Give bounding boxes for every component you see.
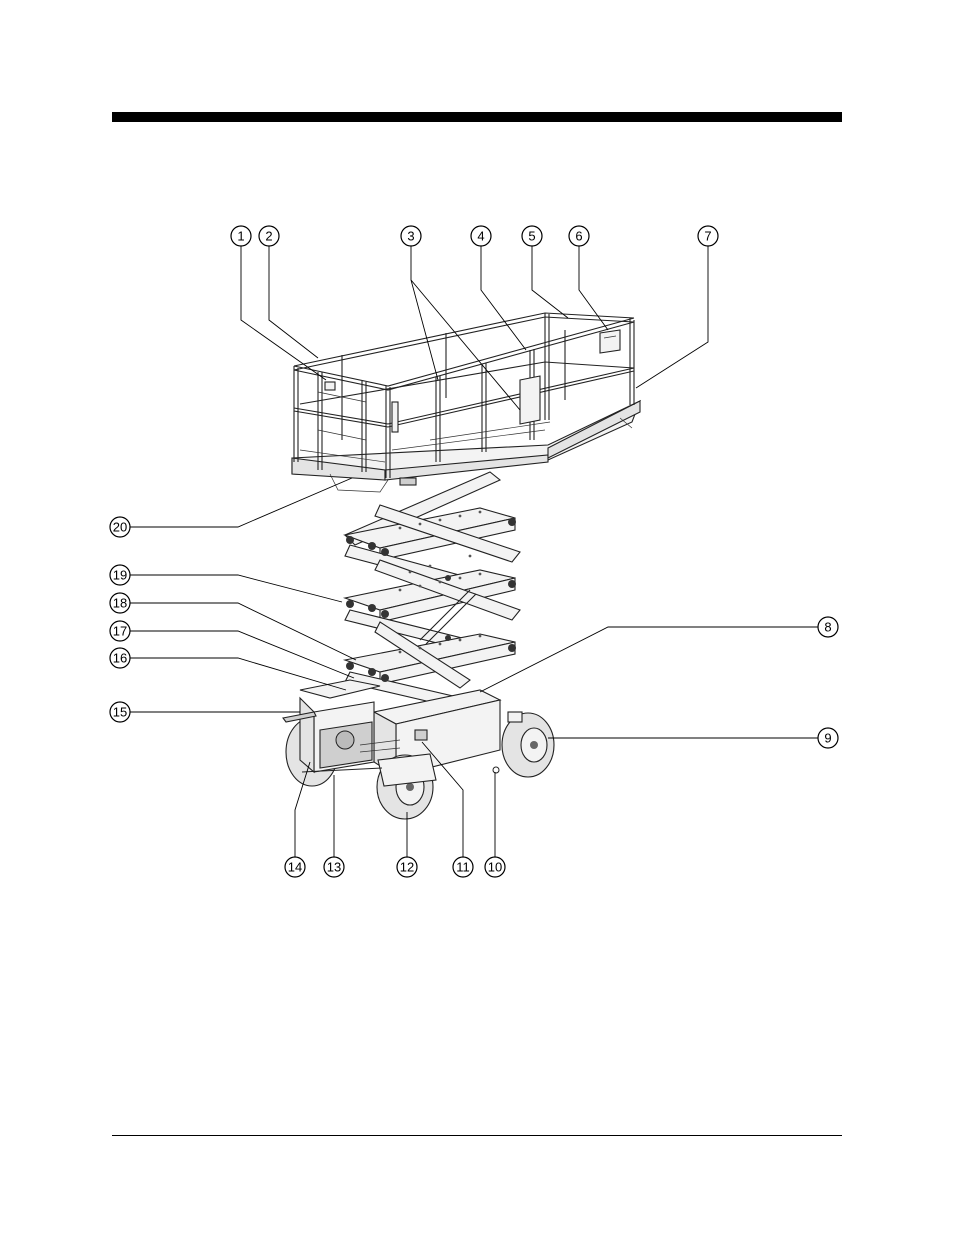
- callout-7: 7: [698, 226, 718, 246]
- callout-20: 20: [110, 517, 130, 537]
- callout-label: 4: [477, 229, 484, 244]
- callout-label: 14: [288, 860, 302, 875]
- callout-15: 15: [110, 702, 130, 722]
- platform-guardrails: [292, 313, 640, 492]
- callout-label: 6: [575, 229, 582, 244]
- callout-18: 18: [110, 593, 130, 613]
- callout-label: 11: [456, 860, 470, 875]
- callout-16: 16: [110, 648, 130, 668]
- callout-label: 16: [113, 651, 127, 666]
- callout-label: 18: [113, 596, 127, 611]
- callout-6: 6: [569, 226, 589, 246]
- callout-14: 14: [285, 857, 305, 877]
- footer-rule: [112, 1135, 842, 1136]
- callout-2: 2: [259, 226, 279, 246]
- callout-9: 9: [818, 728, 838, 748]
- leader-lines: [130, 246, 818, 857]
- callout-label: 15: [113, 705, 127, 720]
- callout-5: 5: [522, 226, 542, 246]
- callout-3: 3: [401, 226, 421, 246]
- callout-label: 7: [704, 229, 711, 244]
- callout-label: 9: [824, 731, 831, 746]
- callout-12: 12: [397, 857, 417, 877]
- callout-label: 17: [113, 624, 127, 639]
- callout-17: 17: [110, 621, 130, 641]
- callout-label: 12: [400, 860, 414, 875]
- callout-label: 13: [327, 860, 341, 875]
- callout-10: 10: [485, 857, 505, 877]
- callout-8: 8: [818, 617, 838, 637]
- callout-label: 1: [237, 229, 244, 244]
- callout-label: 19: [113, 568, 127, 583]
- callout-13: 13: [324, 857, 344, 877]
- chassis: [283, 680, 554, 819]
- callout-label: 10: [488, 860, 502, 875]
- scissor-arms: [345, 472, 520, 710]
- callout-label: 2: [265, 229, 272, 244]
- callout-label: 3: [407, 229, 414, 244]
- callout-1: 1: [231, 226, 251, 246]
- callout-label: 5: [528, 229, 535, 244]
- callout-11: 11: [453, 857, 473, 877]
- callout-4: 4: [471, 226, 491, 246]
- callout-label: 20: [113, 520, 127, 535]
- callout-label: 8: [824, 620, 831, 635]
- callout-19: 19: [110, 565, 130, 585]
